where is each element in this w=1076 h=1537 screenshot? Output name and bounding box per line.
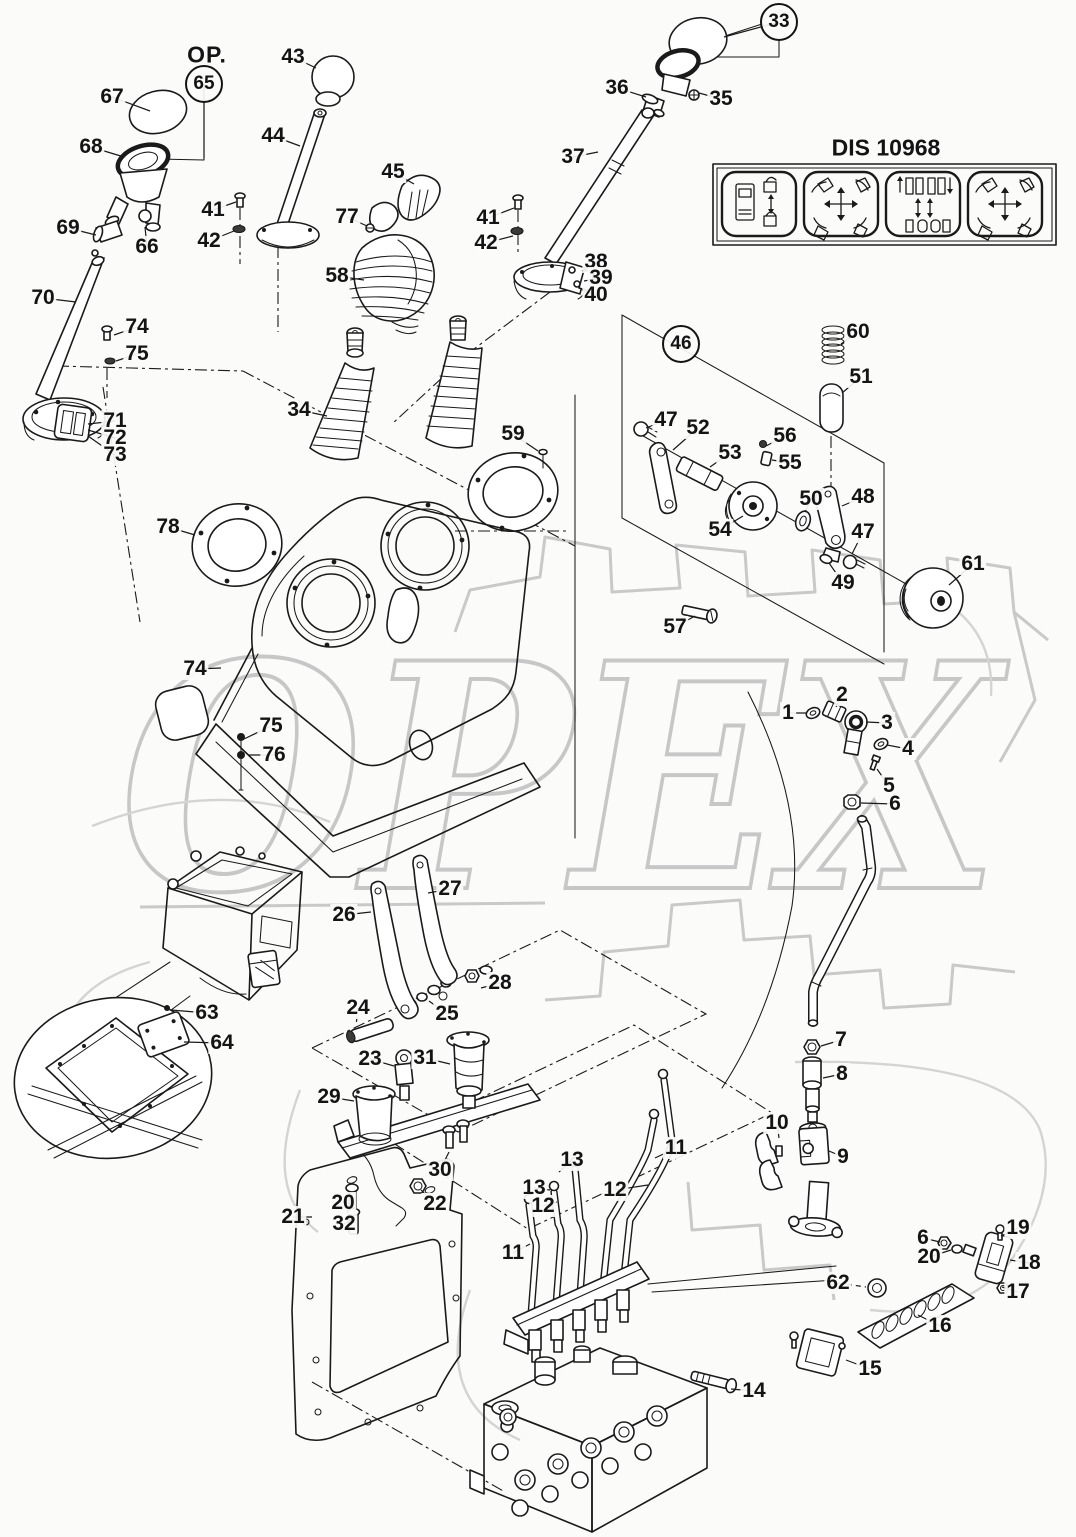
lever-assembly-left — [22, 89, 188, 443]
leader-line-28 — [480, 982, 501, 989]
spring-60 — [821, 325, 845, 365]
leader-line-56 — [765, 435, 786, 447]
leader-line-62 — [837, 1282, 867, 1288]
leader-line-18 — [1009, 1259, 1030, 1264]
leader-line-42 — [208, 230, 235, 242]
ring-plate-59 — [467, 448, 559, 532]
grip-assembly — [349, 174, 441, 335]
mounting-plate-21 — [291, 1145, 463, 1442]
pin-24 — [345, 1018, 394, 1044]
decal-panel-lock — [735, 176, 777, 227]
leader-line-52 — [672, 427, 699, 451]
leader-line-13 — [533, 1187, 551, 1191]
leader-line-66 — [144, 226, 148, 248]
leader-line-68 — [90, 146, 125, 158]
leader-line-33 — [723, 21, 780, 38]
rod-base — [787, 1180, 843, 1239]
leader-line-24 — [355, 1007, 359, 1027]
leader-line-41 — [487, 207, 515, 219]
leader-line-15 — [845, 1359, 871, 1370]
ring-plate-78 — [191, 503, 283, 587]
bellows-left — [309, 327, 375, 461]
console-cover — [154, 496, 541, 878]
leader-line-77 — [346, 216, 368, 227]
leader-line-10 — [776, 1122, 780, 1139]
leader-line-43 — [292, 56, 317, 69]
leader-line-47 — [851, 531, 864, 555]
leader-line-42 — [485, 235, 514, 244]
lever-assembly-center — [232, 55, 355, 249]
leader-line-29 — [328, 1096, 355, 1102]
knob-51 — [819, 383, 844, 433]
lever-assembly-right — [510, 16, 728, 300]
leader-line-34 — [298, 409, 328, 417]
valve-cartridges — [528, 1289, 630, 1363]
clevis-9 — [798, 1122, 830, 1166]
leader-line-31 — [424, 1057, 451, 1065]
leader-line-25 — [428, 1000, 448, 1015]
leader-line-49 — [828, 562, 844, 584]
leader-line-6 — [922, 1237, 941, 1243]
floor-detail-circle — [13, 996, 213, 1160]
leader-line-50 — [804, 498, 812, 513]
leader-line-60 — [840, 331, 859, 345]
decal-strip — [712, 163, 1057, 246]
leader-line-51 — [841, 376, 862, 394]
switch-block-71-73 — [53, 403, 93, 443]
leader-line-69 — [67, 227, 97, 236]
leader-line-74 — [113, 326, 138, 336]
leader-line-9 — [828, 1150, 844, 1158]
leader-line-8 — [822, 1073, 843, 1079]
pipes-manifold — [503, 1068, 676, 1363]
leader-line-36 — [616, 87, 647, 98]
leader-line-44 — [272, 135, 301, 147]
bellows-right — [425, 315, 483, 449]
bracket-15 — [795, 1328, 845, 1377]
valve-block — [469, 1345, 708, 1533]
leader-line-37 — [572, 151, 599, 158]
braces — [370, 854, 458, 1020]
leader-line-23 — [369, 1058, 395, 1067]
leader-line-38 — [581, 261, 597, 272]
console-screws — [237, 733, 245, 791]
cover-plate-64 — [137, 1011, 190, 1058]
leader-line-55 — [771, 459, 791, 464]
bracket-group-right — [690, 1224, 1014, 1394]
diagram-parts — [13, 16, 1057, 1533]
leader-line-75 — [115, 353, 138, 362]
bolt-57 — [681, 604, 718, 624]
leader-line-59 — [512, 433, 539, 452]
decal-panel-levers — [897, 176, 953, 233]
grommet-62 — [867, 1278, 887, 1298]
slotted-plate-16 — [857, 1283, 975, 1349]
decal-panel-motion-2 — [975, 177, 1035, 241]
leader-line-13 — [558, 1159, 573, 1173]
leader-line-70 — [42, 297, 77, 303]
leader-line-48 — [841, 496, 864, 507]
leader-line-7 — [820, 1039, 842, 1047]
shaft-detail-46 — [633, 325, 964, 629]
leader-line-41 — [212, 201, 237, 211]
bolt-14 — [690, 1370, 738, 1394]
leader-line-53 — [709, 452, 731, 468]
leader-line-35 — [698, 92, 722, 100]
linkage-group — [333, 965, 541, 1235]
decal-panel-motion-1 — [811, 177, 871, 241]
leader-line-78 — [167, 526, 196, 536]
leader-line-47 — [645, 419, 667, 429]
rod-assembly — [754, 700, 889, 1239]
bracket-18 — [974, 1231, 1014, 1285]
leader-line-20 — [928, 1249, 952, 1258]
leader-line-11 — [512, 1243, 531, 1254]
cab-overview — [99, 846, 303, 1037]
